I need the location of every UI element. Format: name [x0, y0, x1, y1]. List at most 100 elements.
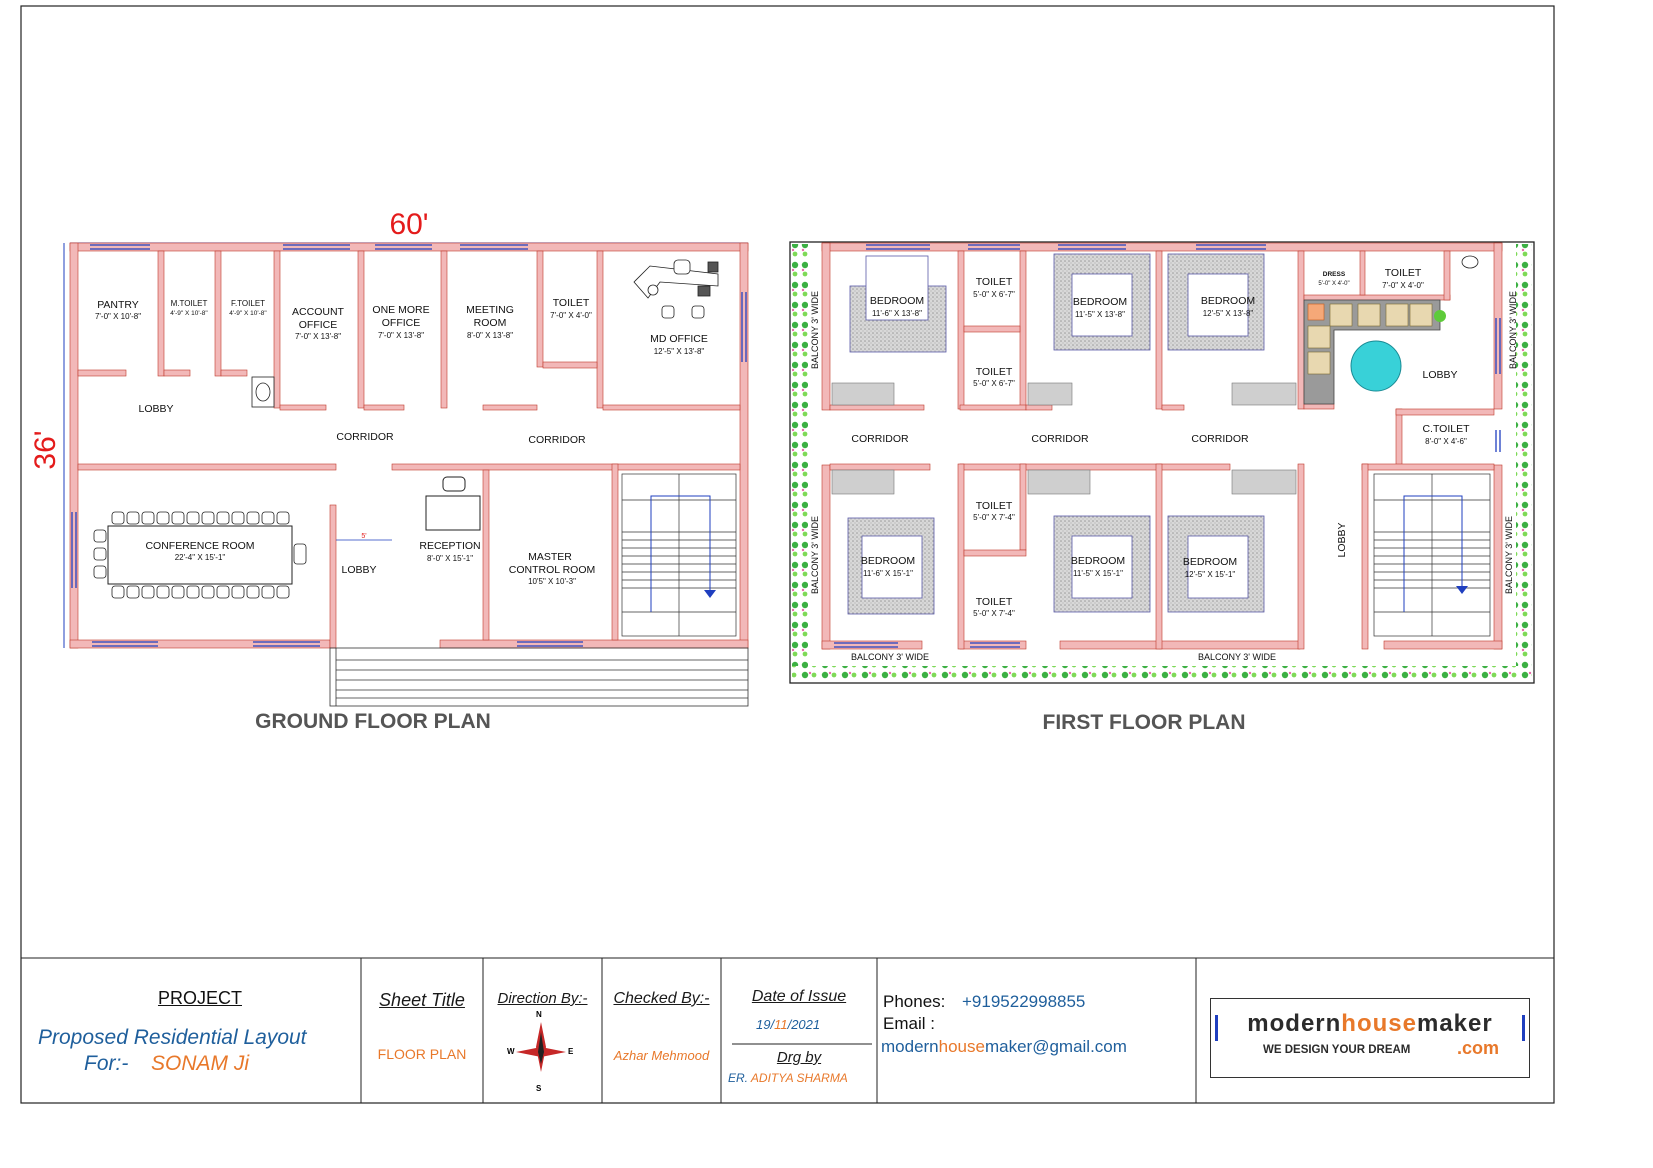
ff-ctoilet-size: 8'-0" X 4'-6"	[1425, 437, 1467, 446]
ff-counters	[831, 382, 1297, 495]
ff-bed2-size: 11'-5" X 13'-8"	[1075, 310, 1125, 319]
ff-stair-arrow-head	[1456, 586, 1468, 594]
email-label: Email :	[883, 1014, 935, 1033]
reception-label: RECEPTION	[419, 540, 480, 552]
ff-beds	[847, 253, 1265, 615]
onemore-size: 7'-0" X 13'-8"	[378, 331, 424, 340]
gf-lobby2-label: LOBBY	[341, 564, 376, 576]
ff-bed6-label: BEDROOM	[1183, 556, 1237, 568]
logo-word-3: maker	[1416, 1010, 1493, 1037]
ff-toilet4-size: 5'-0" X 7'-4"	[973, 513, 1015, 522]
email-address[interactable]: modernhousemaker@gmail.com	[881, 1037, 1127, 1057]
company-logo: modernhousemaker WE DESIGN YOUR DREAM .c…	[1210, 998, 1530, 1078]
entrance-steps	[329, 647, 749, 707]
balcony-bottom-right: BALCONY 3' WIDE	[1504, 516, 1514, 594]
stair-arrow	[650, 495, 711, 612]
ff-stair	[1373, 473, 1491, 637]
gf-corridor-1: CORRIDOR	[336, 431, 394, 443]
account-label-2: OFFICE	[299, 319, 338, 331]
phone-number[interactable]: +919522998855	[962, 992, 1086, 1011]
gf-toilet-size: 7'-0" X 4'-0"	[550, 311, 592, 320]
account-size: 7'-0" X 13'-8"	[295, 332, 341, 341]
ff-dress-label: DRESS	[1323, 271, 1346, 278]
reception-size: 8'-0" X 15'-1"	[427, 554, 473, 563]
ff-lobby2-label: LOBBY	[1336, 522, 1348, 557]
ground-floor-plan: 60' 36'	[29, 208, 749, 733]
drg-label: Drg by	[776, 1049, 822, 1066]
date-day: 19/	[756, 1017, 775, 1032]
ff-bed4-label: BEDROOM	[861, 555, 915, 567]
title-block-grid	[21, 957, 1554, 1103]
conference-size: 22'-4" X 15'-1"	[175, 553, 226, 562]
logo-word-2: house	[1341, 1010, 1417, 1037]
plant-border-bottom	[792, 666, 1532, 681]
ground-floor-title: GROUND FLOOR PLAN	[255, 710, 491, 733]
onemore-label-1: ONE MORE	[372, 304, 429, 316]
ff-bed5-size: 11'-5" X 15'-1"	[1073, 569, 1123, 578]
logo-tagline: WE DESIGN YOUR DREAM	[1263, 1044, 1411, 1056]
ff-corridor-1: CORRIDOR	[851, 433, 909, 445]
depth-dimension: 36'	[29, 430, 62, 469]
mtoilet-label: M.TOILET	[171, 299, 208, 308]
meeting-label-1: MEETING	[466, 304, 514, 316]
master-label-1: MASTER	[528, 551, 572, 563]
conference-table	[93, 511, 307, 599]
drg-by: ER. ADITYA SHARMA	[728, 1071, 848, 1085]
compass-north: N	[536, 1010, 542, 1019]
plant-border-left	[792, 244, 808, 681]
gf-corridor-2: CORRIDOR	[528, 434, 586, 446]
master-size: 10'5" X 10'-3"	[528, 577, 576, 586]
ff-corridor-2: CORRIDOR	[1031, 433, 1089, 445]
ff-bed3-label: BEDROOM	[1201, 295, 1255, 307]
ff-bed3-size: 12'-5" X 13'-8"	[1203, 309, 1254, 318]
ff-corridor-3: CORRIDOR	[1191, 433, 1249, 445]
project-title: Proposed Residential Layout	[38, 1026, 307, 1049]
md-office-label: MD OFFICE	[650, 333, 708, 345]
ground-stair	[621, 473, 737, 637]
md-office-furniture	[633, 259, 719, 319]
project-for: For:-	[84, 1052, 129, 1075]
md-office-size: 12'-5" X 13'-8"	[654, 347, 705, 356]
door-dimension: 5'	[361, 533, 366, 540]
gf-toilet-label: TOILET	[553, 297, 590, 309]
logo-dotcom: .com	[1457, 1038, 1500, 1058]
ff-toilet1-size: 5'-0" X 6'-7"	[973, 290, 1015, 299]
ff-ctoilet-label: C.TOILET	[1422, 423, 1470, 435]
ff-wash-basin	[1461, 255, 1479, 269]
balcony-top-left: BALCONY 3' WIDE	[810, 291, 820, 369]
ff-stair-arrow	[1403, 495, 1463, 612]
ff-toilet2-size: 5'-0" X 6'-7"	[973, 379, 1015, 388]
email-part-3: maker@gmail.com	[984, 1037, 1127, 1056]
ff-toilet4-label: TOILET	[976, 500, 1013, 512]
sheet-border	[20, 5, 1555, 1104]
ff-toilet2-label: TOILET	[976, 366, 1013, 378]
date-year: /2021	[787, 1017, 821, 1032]
sheet-title: FLOOR PLAN	[377, 1046, 467, 1062]
balcony-top-right: BALCONY 3' WIDE	[1508, 291, 1518, 369]
first-floor-plan: BEDROOM 11'-6" X 13'-8" TOILET 5'-0" X 6…	[789, 241, 1535, 734]
master-label-2: CONTROL ROOM	[509, 564, 596, 576]
meeting-label-2: ROOM	[474, 317, 507, 329]
balcony-bottom-2: BALCONY 3' WIDE	[1198, 652, 1276, 662]
conference-label: CONFERENCE ROOM	[145, 540, 254, 552]
ff-toilet3-label: TOILET	[1385, 267, 1422, 279]
meeting-size: 8'-0" X 13'-8"	[467, 331, 513, 340]
logo-wordmark: modernhousemaker	[1211, 1010, 1529, 1038]
ff-bed6-size: 12'-5" X 15'-1"	[1185, 570, 1236, 579]
pantry-label: PANTRY	[97, 299, 139, 311]
mtoilet-size: 4'-9" X 10'-8"	[170, 310, 208, 317]
sheet-title-label: Sheet Title	[379, 990, 465, 1010]
project-label: PROJECT	[157, 988, 242, 1008]
drg-name: ADITYA SHARMA	[750, 1071, 848, 1085]
ff-bed1-label: BEDROOM	[870, 295, 924, 307]
ff-toilet5-label: TOILET	[976, 596, 1013, 608]
ground-walls	[69, 242, 749, 649]
ff-toilet1-label: TOILET	[976, 276, 1013, 288]
email-part-1: modern	[881, 1037, 939, 1056]
onemore-label-2: OFFICE	[382, 317, 421, 329]
lobby-sofa	[1303, 299, 1446, 405]
compass-south: S	[536, 1084, 542, 1093]
logo-word-1: modern	[1247, 1010, 1342, 1037]
drg-prefix: ER.	[728, 1071, 749, 1085]
compass-rose-icon	[516, 1022, 566, 1072]
